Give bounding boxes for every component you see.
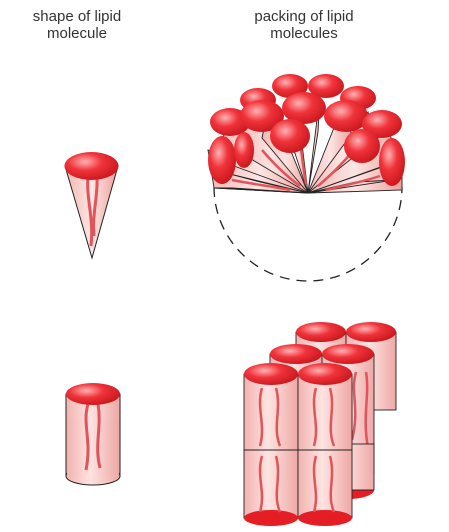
bilayer-front-row xyxy=(244,363,352,526)
cylinder-lipid-molecule xyxy=(66,383,120,485)
micelle-dashed-outline xyxy=(214,187,402,281)
cone-head xyxy=(65,152,119,180)
cone-lipid-molecule xyxy=(65,152,119,258)
bilayer-packing xyxy=(244,322,396,526)
cylinder-head xyxy=(66,383,120,405)
micelle-packing xyxy=(208,74,405,281)
